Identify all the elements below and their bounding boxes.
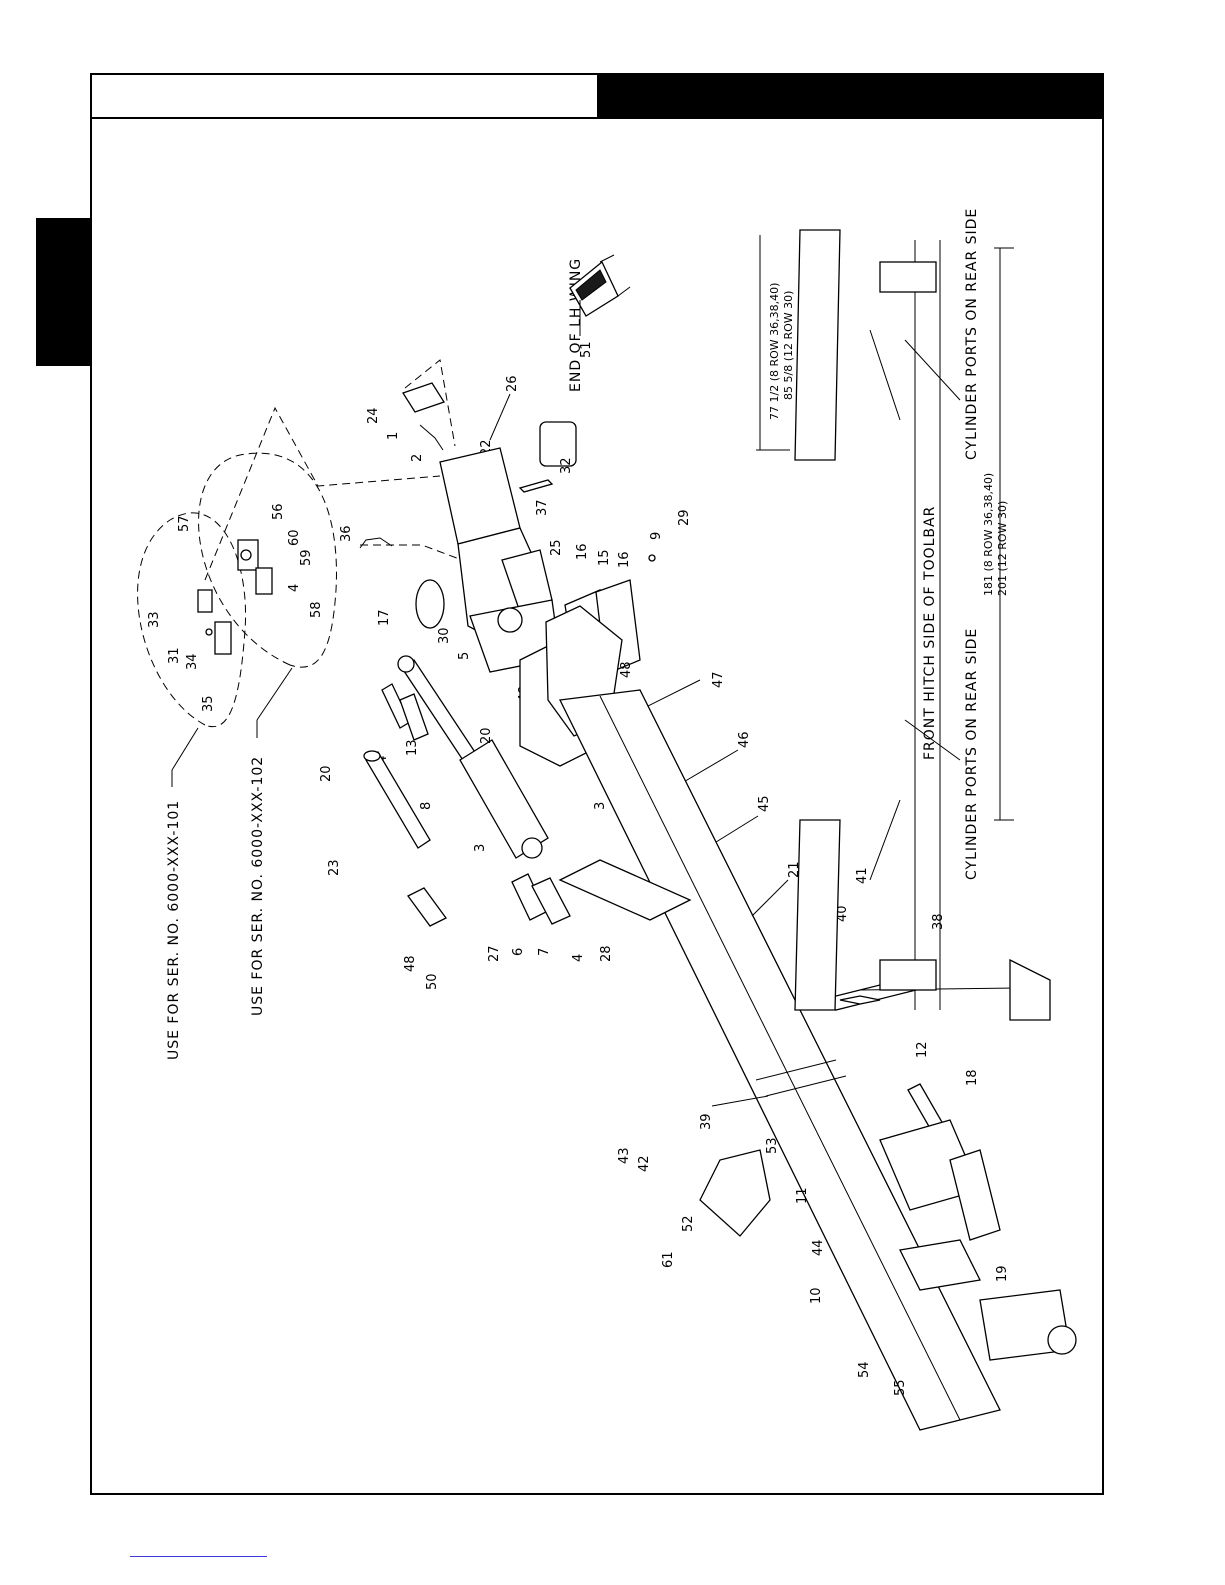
pin-36 — [359, 537, 393, 549]
callout-38: 38 — [931, 913, 946, 930]
callout-34: 34 — [185, 653, 200, 670]
callout-23: 23 — [327, 859, 342, 876]
pins-13-14 — [381, 683, 429, 741]
note-cyl-ports-left: CYLINDER PORTS ON REAR SIDE — [964, 628, 980, 880]
toolbar-front-view — [794, 229, 941, 1011]
bracket-24 — [402, 382, 445, 413]
callout-28: 28 — [599, 945, 614, 962]
callout-57: 57 — [177, 515, 192, 532]
callout-43: 43 — [617, 1147, 632, 1164]
callout-52: 52 — [681, 1215, 696, 1232]
callout-25: 25 — [549, 539, 564, 556]
callout-27: 27 — [487, 945, 502, 962]
callout-32: 32 — [559, 457, 574, 474]
callout-16-b: 16 — [617, 551, 632, 568]
marker-blade-52 — [699, 1149, 771, 1237]
callout-51: 51 — [579, 341, 594, 358]
callout-26: 26 — [505, 375, 520, 392]
lock-parts-102 — [237, 539, 273, 595]
callout-7: 7 — [537, 948, 552, 956]
note-front-hitch: FRONT HITCH SIDE OF TOOLBAR — [922, 506, 938, 760]
plate-17 — [415, 579, 445, 629]
callout-4-a: 4 — [287, 584, 302, 592]
dim-total-1: 181 (8 ROW 36,38,40) — [982, 473, 995, 596]
wing-end-plate — [569, 254, 631, 317]
callout-17: 17 — [377, 609, 392, 626]
callout-6: 6 — [511, 948, 526, 956]
decal-48-50 — [407, 887, 447, 927]
callout-60: 60 — [287, 529, 302, 546]
stand-plates — [511, 859, 692, 925]
callout-59: 59 — [299, 549, 314, 566]
lock-parts-101 — [197, 589, 232, 655]
note-cyl-ports-right: CYLINDER PORTS ON REAR SIDE — [964, 208, 980, 460]
callout-2: 2 — [410, 454, 425, 462]
callout-11: 11 — [795, 1187, 810, 1204]
toolbar-tube-21 — [559, 689, 1001, 1431]
callout-31: 31 — [167, 647, 182, 664]
callout-37: 37 — [535, 499, 550, 516]
callout-41: 41 — [855, 867, 870, 884]
ser-101-outline — [137, 512, 247, 728]
callout-9: 9 — [649, 532, 664, 540]
callout-48-a: 48 — [619, 661, 634, 678]
drawing-frame — [90, 73, 1104, 1495]
callout-16-a: 16 — [575, 543, 590, 560]
callout-46: 46 — [737, 731, 752, 748]
callout-58: 58 — [309, 601, 324, 618]
callout-20-b: 20 — [319, 765, 334, 782]
callout-29: 29 — [677, 509, 692, 526]
callout-36: 36 — [339, 525, 354, 542]
callout-19: 19 — [995, 1265, 1010, 1282]
callout-5: 5 — [457, 652, 472, 660]
shank-mount-rear — [899, 1239, 1077, 1361]
dim-wing-2: 85 5/8 (12 ROW 30) — [782, 291, 795, 400]
callout-13: 13 — [405, 739, 420, 756]
callout-33: 33 — [147, 611, 162, 628]
hitch-assembly — [439, 447, 561, 673]
callout-24: 24 — [366, 407, 381, 424]
note-ser-101: USE FOR SER. NO. 6000-XXX-101 — [166, 800, 182, 1060]
header-title-block — [597, 75, 1102, 117]
callout-61: 61 — [661, 1251, 676, 1268]
callout-15: 15 — [597, 549, 612, 566]
callout-1: 1 — [386, 432, 401, 440]
callout-44: 44 — [811, 1239, 826, 1256]
callout-55: 55 — [893, 1379, 908, 1396]
callout-35: 35 — [201, 695, 216, 712]
cylinder-pin-8 — [363, 750, 431, 849]
pad-32 — [518, 421, 577, 493]
u-bolt-39 — [755, 1059, 847, 1097]
callout-40: 40 — [835, 905, 850, 922]
callout-20-a: 20 — [479, 727, 494, 744]
ser-102-outline — [198, 452, 337, 668]
callout-47: 47 — [711, 671, 726, 688]
callout-12: 12 — [915, 1041, 930, 1058]
callout-42: 42 — [637, 1155, 652, 1172]
dim-total-2: 201 (12 ROW 30) — [996, 501, 1009, 596]
header-bar — [92, 75, 1102, 119]
callout-53: 53 — [765, 1137, 780, 1154]
callout-10: 10 — [809, 1287, 824, 1304]
cylinder-3 — [397, 655, 549, 859]
shank-mount-front — [879, 1119, 1001, 1241]
section-tab — [36, 218, 90, 366]
callout-18: 18 — [965, 1069, 980, 1086]
callout-30: 30 — [437, 627, 452, 644]
callout-50: 50 — [425, 973, 440, 990]
note-ser-102: USE FOR SER. NO. 6000-XXX-102 — [250, 756, 266, 1016]
dim-wing-1: 77 1/2 (8 ROW 36,38,40) — [768, 283, 781, 420]
callout-8: 8 — [419, 802, 434, 810]
callout-54: 54 — [857, 1361, 872, 1378]
callout-3-b: 3 — [593, 802, 608, 810]
callout-4-b: 4 — [571, 954, 586, 962]
callout-39: 39 — [699, 1113, 714, 1130]
footer-link-underline[interactable] — [130, 1556, 267, 1557]
callout-56: 56 — [271, 503, 286, 520]
callout-48-b: 48 — [403, 955, 418, 972]
callout-45: 45 — [757, 795, 772, 812]
callout-3-a: 3 — [473, 844, 488, 852]
